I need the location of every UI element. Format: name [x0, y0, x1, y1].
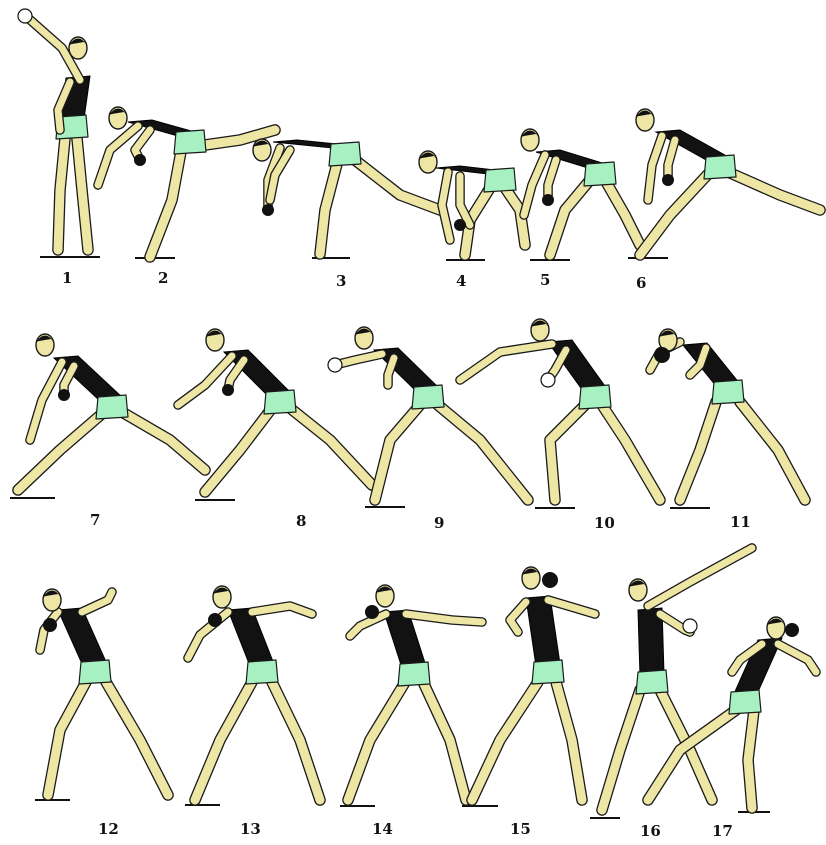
shorts-14	[398, 662, 430, 686]
athlete-frame-11	[650, 329, 805, 508]
shorts-17	[729, 690, 761, 714]
shorts-12	[79, 660, 111, 684]
frame-label-11: 11	[730, 513, 751, 531]
athlete-frame-2	[98, 107, 275, 258]
arm-16-1	[648, 548, 752, 606]
leg-8-2	[290, 408, 372, 485]
shorts-11	[712, 380, 744, 404]
shot-ball-11	[654, 347, 670, 363]
frame-label-1: 1	[62, 269, 72, 287]
athlete-frame-6	[628, 109, 820, 258]
athlete-frame-13	[185, 586, 320, 805]
leg-16-1	[602, 690, 640, 810]
frame-label-15: 15	[510, 820, 531, 838]
shirt-11	[683, 343, 740, 386]
shot-ball-8	[222, 384, 234, 396]
frame-label-16: 16	[640, 822, 661, 840]
shorts-9	[412, 385, 444, 409]
shot-ball-1	[18, 9, 32, 23]
shot-ball-13	[208, 613, 222, 627]
arm-17-1	[778, 644, 816, 672]
shorts-15	[532, 660, 564, 684]
shot-ball-16	[683, 619, 697, 633]
frame-label-7: 7	[90, 511, 100, 529]
leg-15-2	[556, 682, 582, 800]
frame-label-5: 5	[540, 271, 550, 289]
arm-6-1	[648, 136, 662, 200]
athlete-frame-15	[462, 567, 595, 806]
leg-13-2	[272, 682, 320, 800]
frame-label-10: 10	[594, 514, 615, 532]
shorts-6	[704, 155, 736, 179]
athlete-frame-1	[18, 9, 100, 257]
shot-ball-2	[134, 154, 146, 166]
frame-label-6: 6	[636, 274, 646, 292]
arm-13-1	[188, 612, 228, 658]
shot-ball-17	[785, 623, 799, 637]
shorts-7	[96, 395, 128, 419]
shot-ball-4	[454, 219, 466, 231]
leg-8-1	[205, 408, 272, 492]
frame-label-13: 13	[240, 820, 261, 838]
athlete-frame-16	[590, 548, 752, 818]
shot-ball-10	[541, 373, 555, 387]
frame-label-17: 17	[712, 822, 733, 840]
shot-ball-7	[58, 389, 70, 401]
leg-13-1	[195, 682, 252, 800]
frame-label-2: 2	[158, 269, 168, 287]
athlete-frame-14	[340, 585, 482, 806]
shorts-10	[579, 385, 611, 409]
frame-label-12: 12	[98, 820, 119, 838]
shot-ball-3	[262, 204, 274, 216]
frame-label-8: 8	[296, 512, 306, 530]
shorts-3	[329, 142, 361, 166]
leg-5-2	[605, 180, 640, 245]
leg-10-2	[602, 405, 660, 500]
leg-10-1	[550, 405, 585, 500]
leg-6-2	[728, 172, 820, 210]
arm-8-1	[178, 356, 232, 405]
frame-label-4: 4	[456, 272, 466, 290]
athlete-frame-10	[460, 319, 660, 508]
athlete-frame-3	[253, 139, 440, 258]
leg-11-1	[680, 402, 716, 500]
athlete-frame-7	[10, 334, 205, 498]
shorts-13	[246, 660, 278, 684]
shot-ball-14	[365, 605, 379, 619]
leg-5-1	[550, 180, 590, 255]
leg-7-2	[122, 412, 205, 470]
shot-ball-9	[328, 358, 342, 372]
shorts-4	[484, 168, 516, 192]
frame-label-14: 14	[372, 820, 393, 838]
leg-14-1	[348, 684, 404, 800]
shorts-16	[636, 670, 668, 694]
figures-layer	[10, 9, 820, 818]
shirt-13	[228, 608, 274, 666]
labels-layer: 1234567891011121314151617	[62, 269, 751, 840]
frame-label-3: 3	[336, 272, 346, 290]
shot-ball-6	[662, 174, 674, 186]
leg-12-2	[106, 682, 168, 795]
athlete-frame-5	[521, 129, 640, 260]
leg-1-2	[76, 128, 88, 250]
shorts-2	[174, 130, 206, 154]
arm-13-2	[252, 606, 312, 614]
shot-ball-5	[542, 194, 554, 206]
shot-ball-15	[542, 572, 558, 588]
shorts-8	[264, 390, 296, 414]
shorts-5	[584, 162, 616, 186]
shot-ball-12	[43, 618, 57, 632]
arm-10-1	[460, 344, 552, 380]
athlete-frame-12	[35, 589, 168, 800]
frame-label-9: 9	[434, 514, 444, 532]
